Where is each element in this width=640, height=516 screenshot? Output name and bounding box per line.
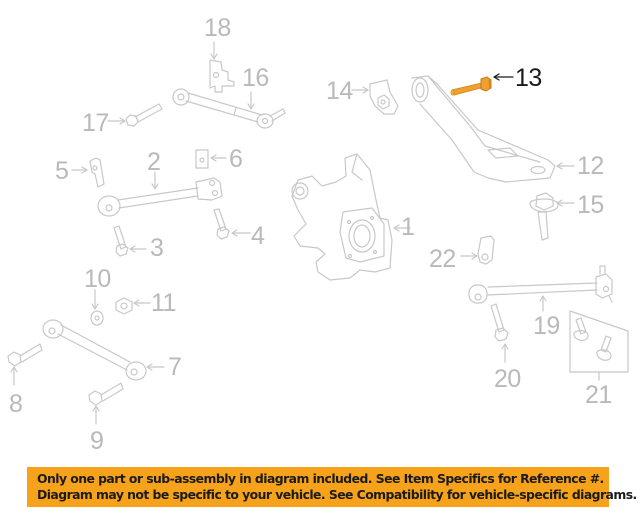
part-10-washer (90, 289, 104, 326)
part-3-bolt (113, 225, 147, 257)
part-9-bolt (88, 382, 124, 425)
callout-22: 22 (429, 245, 456, 273)
callout-16: 16 (242, 64, 269, 92)
callout-15: 15 (577, 191, 604, 219)
callout-11: 11 (151, 289, 176, 317)
part-15-mount-bolt (529, 192, 575, 241)
part-5-clip (71, 157, 105, 188)
part-20-bolt (490, 303, 509, 363)
part-12-trailing-arm (411, 75, 575, 183)
callout-13-active: 13 (515, 64, 542, 92)
callout-14: 14 (326, 77, 353, 105)
callout-6: 6 (229, 145, 243, 173)
callout-1: 1 (401, 213, 415, 241)
part-2-link (97, 171, 223, 217)
callout-19: 19 (533, 312, 560, 340)
part-8-bolt (7, 343, 43, 386)
callout-9: 9 (90, 427, 104, 455)
part-16-lateral-link (172, 88, 286, 129)
part-17-bolt (107, 103, 163, 127)
part-18-bracket (209, 41, 235, 93)
callout-2: 2 (147, 148, 161, 176)
callout-20: 20 (494, 365, 521, 393)
part-13-bolt-highlighted (450, 73, 514, 96)
part-21-bolt-kit (569, 310, 629, 381)
part-7-link (42, 319, 165, 381)
callout-12: 12 (577, 152, 604, 180)
part-14-nut-bracket (351, 79, 399, 115)
callout-18: 18 (204, 14, 231, 42)
part-1-knuckle (291, 153, 411, 281)
callout-5: 5 (55, 157, 69, 185)
part-11-nut (115, 297, 151, 315)
part-22-clip (460, 235, 495, 265)
callout-4: 4 (251, 222, 265, 250)
callout-3: 3 (150, 234, 164, 262)
callout-17: 17 (82, 109, 109, 137)
callout-10: 10 (84, 265, 111, 293)
disclaimer-banner: Only one part or sub-assembly in diagram… (27, 467, 637, 507)
part-19-link (468, 265, 613, 312)
callout-21: 21 (585, 381, 612, 409)
disclaimer-line-1: Only one part or sub-assembly in diagram… (37, 471, 604, 486)
callout-7: 7 (168, 353, 182, 381)
part-6-clip (195, 149, 227, 169)
disclaimer-line-2: Diagram may not be specific to your vehi… (37, 487, 637, 502)
part-4-bolt (213, 208, 251, 240)
callout-8: 8 (9, 390, 23, 418)
